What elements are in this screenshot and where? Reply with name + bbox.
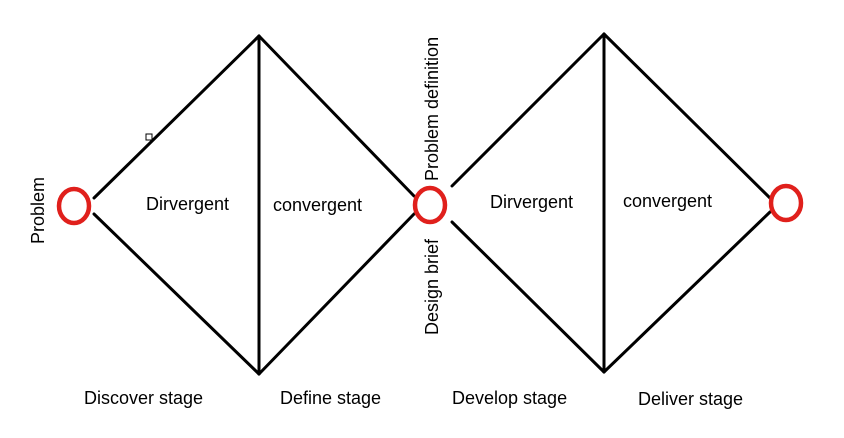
diamond2-convergent-label: convergent: [623, 191, 712, 211]
diamond2-upper-right-edge: [602, 32, 772, 200]
diamond-discover-define: [92, 34, 416, 376]
diamond1-lower-left-edge: [92, 212, 261, 376]
diamond1-convergent-label: convergent: [273, 195, 362, 215]
diamond1-lower-right-edge: [257, 212, 416, 376]
problem-label: Problem: [28, 177, 48, 244]
develop-stage-label: Develop stage: [452, 388, 567, 408]
diamond1-divergent-label: Dirvergent: [146, 194, 229, 214]
start-node-ring: [56, 186, 92, 226]
define-stage-label: Define stage: [280, 388, 381, 408]
discover-stage-label: Discover stage: [84, 388, 203, 408]
diamond2-divergent-label: Dirvergent: [490, 192, 573, 212]
diamond1-upper-right-edge: [257, 34, 416, 198]
deliver-stage-label: Deliver stage: [638, 389, 743, 409]
end-node-ring: [768, 183, 804, 223]
diamond2-lower-right-edge: [602, 210, 772, 374]
diamond-develop-deliver: [450, 32, 772, 374]
middle-node-ring: [412, 185, 448, 225]
diamond2-upper-left-edge: [450, 32, 606, 188]
problem-definition-label: Problem definition: [422, 37, 442, 181]
small-square-marker: [145, 133, 153, 141]
design-brief-label: Design brief: [422, 238, 442, 335]
diamond1-upper-left-edge: [92, 34, 261, 200]
diamond2-lower-left-edge: [450, 220, 606, 374]
